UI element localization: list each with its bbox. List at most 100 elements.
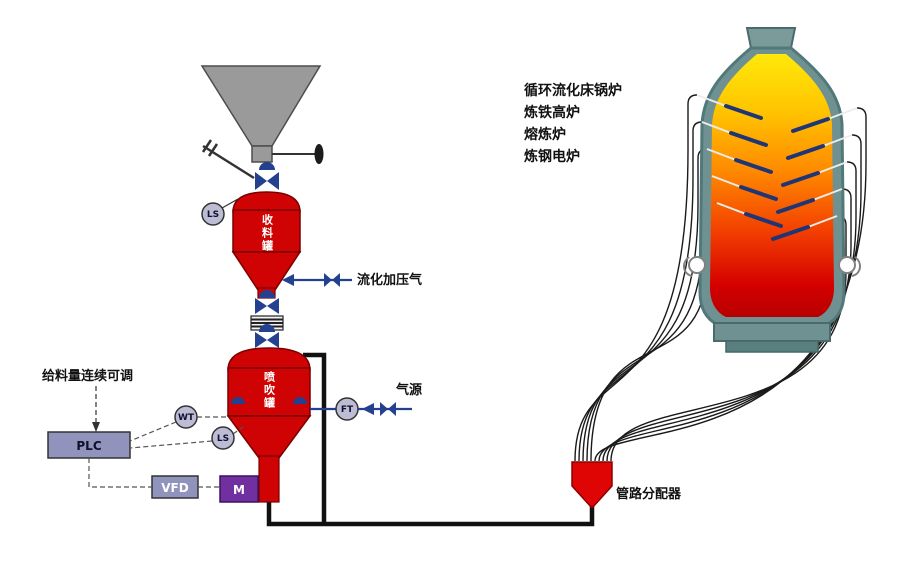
control-line bbox=[129, 421, 177, 442]
trunnion-hook-icon bbox=[851, 256, 861, 277]
fluidizing-gas-line: 流化加压气 bbox=[282, 272, 422, 288]
handwheel-icon bbox=[314, 144, 324, 164]
gas-source-label: 气源 bbox=[396, 382, 422, 398]
pipe bbox=[574, 94, 698, 462]
tank-cone bbox=[231, 251, 302, 291]
lance-feed-line bbox=[822, 134, 853, 147]
application-label: 熔炼炉 bbox=[524, 126, 566, 143]
lance-feed-line bbox=[817, 161, 848, 174]
motor-label: M bbox=[233, 483, 245, 497]
lance-feed-line bbox=[701, 121, 732, 134]
trunnion-icon bbox=[838, 256, 856, 274]
furnace-interior bbox=[710, 54, 834, 317]
pipe bbox=[578, 121, 703, 462]
flow-arrow-icon bbox=[282, 274, 294, 286]
lower-ball-valve bbox=[255, 324, 279, 348]
instrument-leader bbox=[221, 198, 239, 209]
lance-feed-line bbox=[711, 175, 742, 188]
tank-dome bbox=[227, 347, 311, 371]
control-system: 给料量连续可调 PLC VFD bbox=[42, 368, 220, 499]
valve-bowtie-icon bbox=[255, 298, 267, 314]
lance-feed-line bbox=[807, 215, 838, 228]
trunnions bbox=[683, 256, 861, 277]
inlet-ball-valve bbox=[255, 162, 279, 190]
plc-box bbox=[47, 431, 131, 459]
furnace-cap bbox=[745, 27, 797, 49]
lance-icon bbox=[724, 104, 763, 120]
control-line bbox=[88, 458, 152, 488]
lance-feed-line bbox=[706, 148, 737, 161]
instrument-bubble bbox=[211, 426, 235, 450]
flow-arrow-icon bbox=[362, 403, 374, 415]
vfd-label: VFD bbox=[161, 481, 188, 495]
valve-bowtie-icon bbox=[324, 273, 332, 287]
pipe bbox=[598, 134, 862, 462]
pipe bbox=[606, 188, 852, 462]
trunnion-hook-icon bbox=[683, 256, 693, 277]
pipe-distributor: 管路分配器 bbox=[571, 461, 682, 510]
pipe bbox=[582, 148, 708, 462]
instrument-bubble bbox=[201, 202, 225, 226]
pressurizing-pipe bbox=[303, 352, 327, 526]
weight-transmitter-label: WT bbox=[178, 413, 195, 423]
application-label: 炼铁高炉 bbox=[524, 104, 580, 121]
control-line bbox=[129, 440, 213, 449]
inlet-pipe bbox=[201, 139, 255, 180]
lance-icon bbox=[739, 185, 778, 201]
plc-label: PLC bbox=[76, 439, 101, 453]
valve-actuator-icon bbox=[259, 290, 275, 298]
tank-cone bbox=[226, 415, 312, 459]
valve-actuator-icon bbox=[259, 162, 275, 170]
injection-lances bbox=[724, 104, 830, 241]
hopper-funnel bbox=[200, 65, 322, 147]
pipe bbox=[610, 215, 847, 462]
valve-bowtie-icon bbox=[267, 332, 279, 348]
tank-outlet bbox=[258, 455, 280, 503]
weight-transmitter: WT bbox=[174, 405, 228, 429]
valve-bowtie-icon bbox=[267, 298, 279, 314]
level-switch-upper-label: LS bbox=[207, 210, 219, 220]
lance-icon bbox=[791, 117, 830, 133]
conveying-pipe bbox=[266, 500, 595, 527]
feeder-motor: M bbox=[219, 475, 259, 503]
inlet-line bbox=[202, 144, 255, 180]
aeration-pad-icon bbox=[231, 397, 245, 404]
feed-adjust-note: 给料量连续可调 bbox=[42, 368, 133, 384]
injection-tank: 喷吹罐 bbox=[226, 347, 312, 503]
lance-icon bbox=[734, 158, 773, 174]
application-label: 炼钢电炉 bbox=[524, 148, 580, 165]
lance-icon bbox=[744, 212, 783, 228]
lance-feed-line bbox=[696, 94, 727, 107]
trunnion-icon bbox=[688, 256, 706, 274]
valve-bowtie-icon bbox=[267, 172, 279, 190]
lance-icon bbox=[786, 144, 825, 160]
pipe bbox=[590, 202, 718, 462]
furnace-base bbox=[713, 322, 831, 342]
injection-tank-label: 喷吹罐 bbox=[263, 370, 277, 410]
lance-feed-line bbox=[812, 188, 843, 201]
level-switch-lower-label: LS bbox=[217, 434, 229, 444]
discharge-ball-valve bbox=[255, 290, 279, 314]
flexible-bellows bbox=[250, 315, 284, 331]
level-switch-lower: LS bbox=[211, 426, 244, 450]
pipe bbox=[602, 161, 857, 462]
aeration-pad-icon bbox=[293, 397, 307, 404]
lance-icon bbox=[771, 225, 810, 241]
application-label: 循环流化床锅炉 bbox=[524, 82, 622, 99]
lance-icon bbox=[729, 131, 768, 147]
furnace bbox=[683, 27, 861, 353]
distribution-pipes bbox=[574, 94, 867, 462]
valve-bowtie-icon bbox=[380, 402, 388, 416]
lance-icon bbox=[776, 198, 815, 214]
lance-feeds bbox=[696, 94, 858, 228]
inter-vessel-valves bbox=[250, 290, 284, 348]
valve-actuator-icon bbox=[259, 324, 275, 332]
flow-transmitter-label: FT bbox=[341, 405, 354, 415]
flange-tick-icon bbox=[201, 139, 213, 153]
feed-hopper bbox=[200, 65, 322, 163]
valve-bowtie-icon bbox=[255, 332, 267, 348]
arrow-down-icon bbox=[92, 422, 100, 432]
gas-source-line: FT 气源 bbox=[310, 382, 422, 421]
